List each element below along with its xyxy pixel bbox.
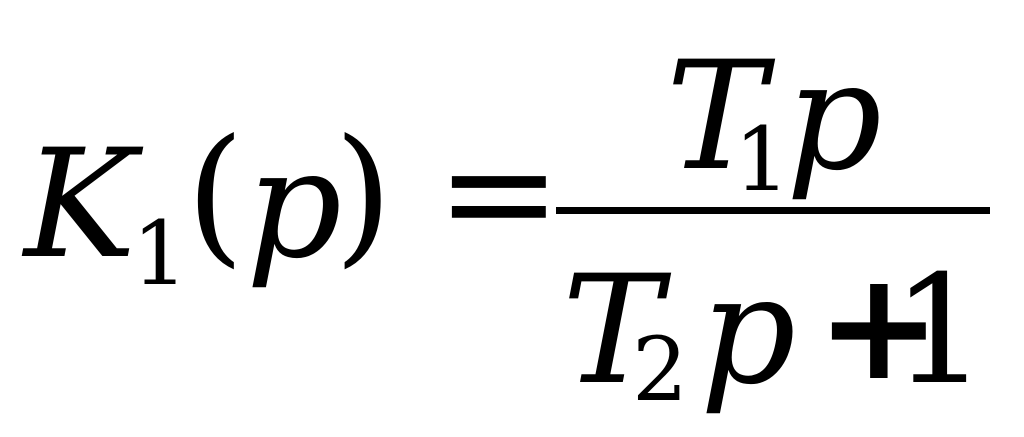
numerator-subscript: 1 bbox=[734, 108, 790, 211]
lhs-argument: p bbox=[246, 118, 343, 292]
fraction-bar bbox=[556, 207, 990, 214]
lhs-close-paren: ) bbox=[334, 108, 393, 282]
equals-sign: = bbox=[436, 106, 562, 280]
denominator-variable: p bbox=[700, 244, 797, 418]
denominator-subscript: 2 bbox=[632, 318, 688, 421]
lhs-open-paren: ( bbox=[186, 108, 245, 282]
denominator-symbol-t: T bbox=[562, 244, 663, 418]
numerator-symbol-t: T bbox=[666, 30, 767, 204]
plus-sign: + bbox=[816, 240, 942, 414]
denominator-constant: 1 bbox=[892, 244, 988, 418]
lhs-subscript: 1 bbox=[132, 202, 188, 305]
numerator-variable: p bbox=[786, 30, 883, 204]
lhs-symbol-k: K bbox=[24, 118, 137, 292]
